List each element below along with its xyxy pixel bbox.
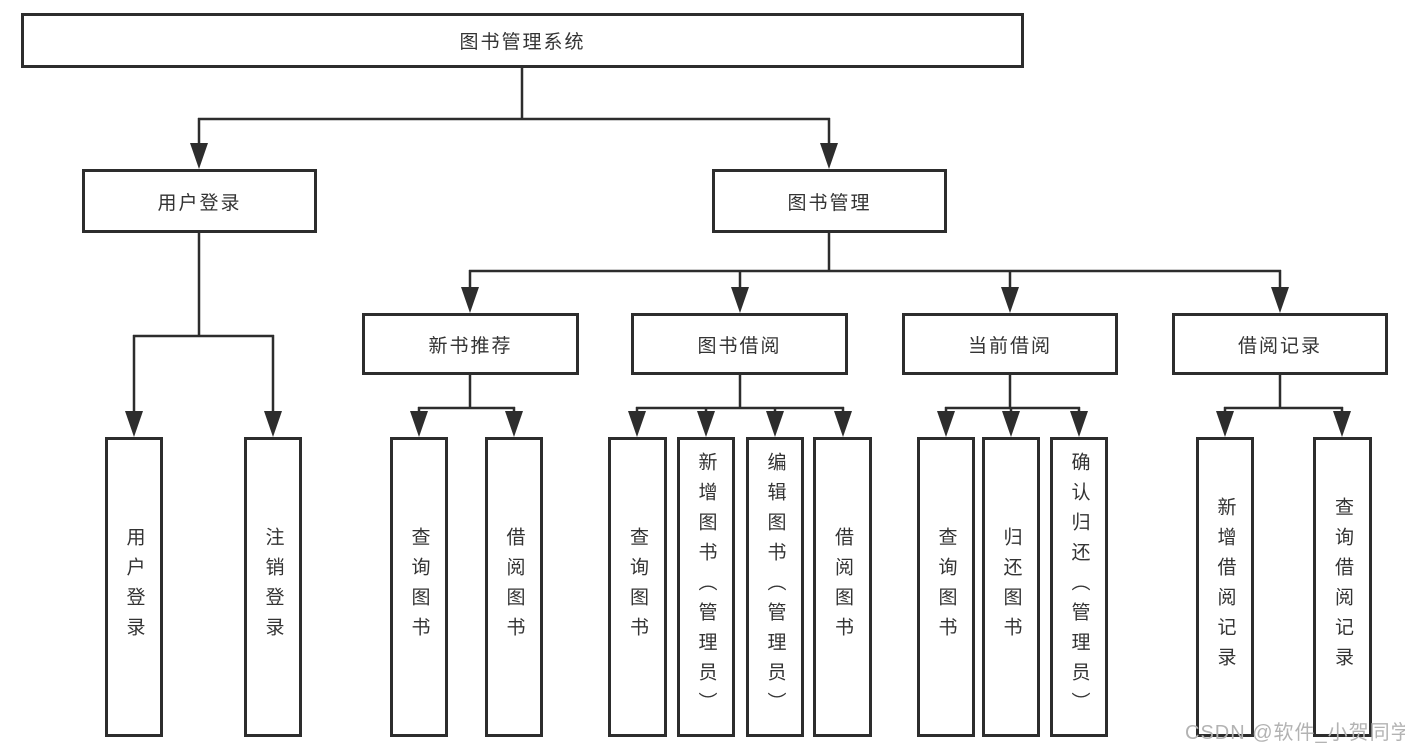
- node-label: 确认归还（管理员）: [1068, 452, 1090, 722]
- node-label: 借阅记录: [1237, 335, 1322, 357]
- connector-borrow-records-children: [1216, 374, 1351, 437]
- connector-current-borrow-children: [937, 374, 1088, 437]
- leaf-records-query-record: 查询借阅记录: [1313, 437, 1372, 737]
- node-label: 借阅图书: [832, 527, 853, 647]
- leaf-borrow-borrow-books: 借阅图书: [813, 437, 872, 737]
- node-label: 用户登录: [157, 192, 242, 214]
- node-borrow-records: 借阅记录: [1172, 313, 1388, 375]
- node-label: 新书推荐: [428, 335, 513, 357]
- node-label: 图书管理系统: [459, 32, 586, 53]
- leaf-current-return-books: 归还图书: [982, 437, 1040, 737]
- leaf-borrow-add-books-admin: 新增图书（管理员）: [677, 437, 735, 737]
- node-label: 查询图书: [935, 527, 957, 647]
- leaf-current-query-books: 查询图书: [917, 437, 975, 737]
- node-label: 新增图书（管理员）: [695, 452, 717, 722]
- leaf-newbook-borrow-books: 借阅图书: [485, 437, 543, 737]
- node-label: 新增借阅记录: [1214, 497, 1236, 677]
- leaf-records-add-record: 新增借阅记录: [1196, 437, 1254, 737]
- node-library-system: 图书管理系统: [21, 13, 1024, 68]
- leaf-borrow-query-books: 查询图书: [608, 437, 667, 737]
- connector-book-borrow-children: [628, 374, 852, 437]
- node-new-book-recommend: 新书推荐: [362, 313, 579, 375]
- leaf-user-login: 用户登录: [105, 437, 163, 737]
- connector-root-to-level2: [190, 66, 838, 169]
- node-label: 借阅图书: [503, 527, 525, 647]
- leaf-borrow-edit-books-admin: 编辑图书（管理员）: [746, 437, 804, 737]
- node-label: 图书管理: [787, 192, 872, 214]
- node-user-login: 用户登录: [82, 169, 317, 233]
- node-current-borrow: 当前借阅: [902, 313, 1118, 375]
- connector-book-management-children: [461, 232, 1289, 313]
- node-label: 当前借阅: [967, 335, 1052, 357]
- leaf-logout-login: 注销登录: [244, 437, 302, 737]
- connector-user-login-children: [125, 232, 282, 437]
- connector-new-book-children: [410, 374, 523, 437]
- node-book-borrow: 图书借阅: [631, 313, 848, 375]
- watermark: CSDN @软件_小贺同学: [1185, 722, 1405, 744]
- node-label: 注销登录: [262, 527, 284, 647]
- node-label: 归还图书: [1000, 527, 1022, 647]
- leaf-newbook-query-books: 查询图书: [390, 437, 448, 737]
- node-label: 图书借阅: [697, 335, 782, 357]
- node-book-management: 图书管理: [712, 169, 947, 233]
- node-label: 编辑图书（管理员）: [764, 452, 786, 722]
- leaf-current-confirm-return-admin: 确认归还（管理员）: [1050, 437, 1108, 737]
- node-label: 查询图书: [627, 527, 648, 647]
- node-label: 查询图书: [408, 527, 430, 647]
- node-label: 查询借阅记录: [1332, 497, 1353, 677]
- node-label: 用户登录: [123, 527, 145, 647]
